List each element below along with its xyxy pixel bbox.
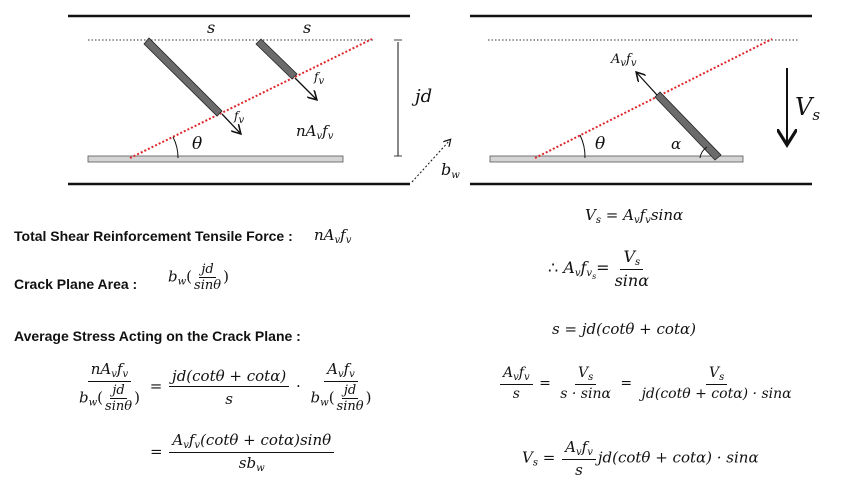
width-label: bw xyxy=(441,160,460,181)
avg-stress-text: Average Stress Acting on the Crack Plane… xyxy=(14,328,301,344)
left-stress-arrow-1 xyxy=(221,113,240,133)
left-crack-line xyxy=(129,38,373,159)
spacing-label-1: s xyxy=(207,18,216,37)
stirrup-stress-label-upper: fv xyxy=(314,70,325,87)
left-stress-arrow-2 xyxy=(294,77,316,99)
right-force-arrow xyxy=(637,73,658,96)
shear-equation-1: Vs = Avfvsinα xyxy=(585,206,684,226)
total-force-expression: nAvfv xyxy=(314,226,352,246)
total-force-label: nAvfv xyxy=(296,122,334,142)
right-theta-label: θ xyxy=(595,134,606,154)
right-alpha-label: α xyxy=(671,135,682,153)
spacing-equation: s = jd(cotθ + cotα) xyxy=(552,320,696,338)
right-stirrup xyxy=(654,91,722,161)
right-crack-line xyxy=(534,38,773,159)
right-alpha-arc xyxy=(699,146,708,159)
right-bottom-bar xyxy=(489,155,744,163)
left-theta-arc xyxy=(172,136,179,159)
stirrup-stress-label-lower: fv xyxy=(234,109,245,126)
total-force-text: Total Shear Reinforcement Tensile Force … xyxy=(14,228,293,244)
right-theta-arc xyxy=(579,134,586,159)
depth-label: jd xyxy=(415,86,433,107)
left-width-arrow xyxy=(411,140,450,183)
left-stirrup-2 xyxy=(255,38,298,80)
left-bottom-bar xyxy=(87,155,344,163)
shear-label: Vs xyxy=(795,93,821,124)
spacing-label-2: s xyxy=(303,18,312,37)
left-stirrup-1 xyxy=(143,37,223,117)
right-force-label: Avfv xyxy=(611,52,637,69)
crack-area-text: Crack Plane Area : xyxy=(14,276,138,292)
left-theta-label: θ xyxy=(192,134,203,154)
